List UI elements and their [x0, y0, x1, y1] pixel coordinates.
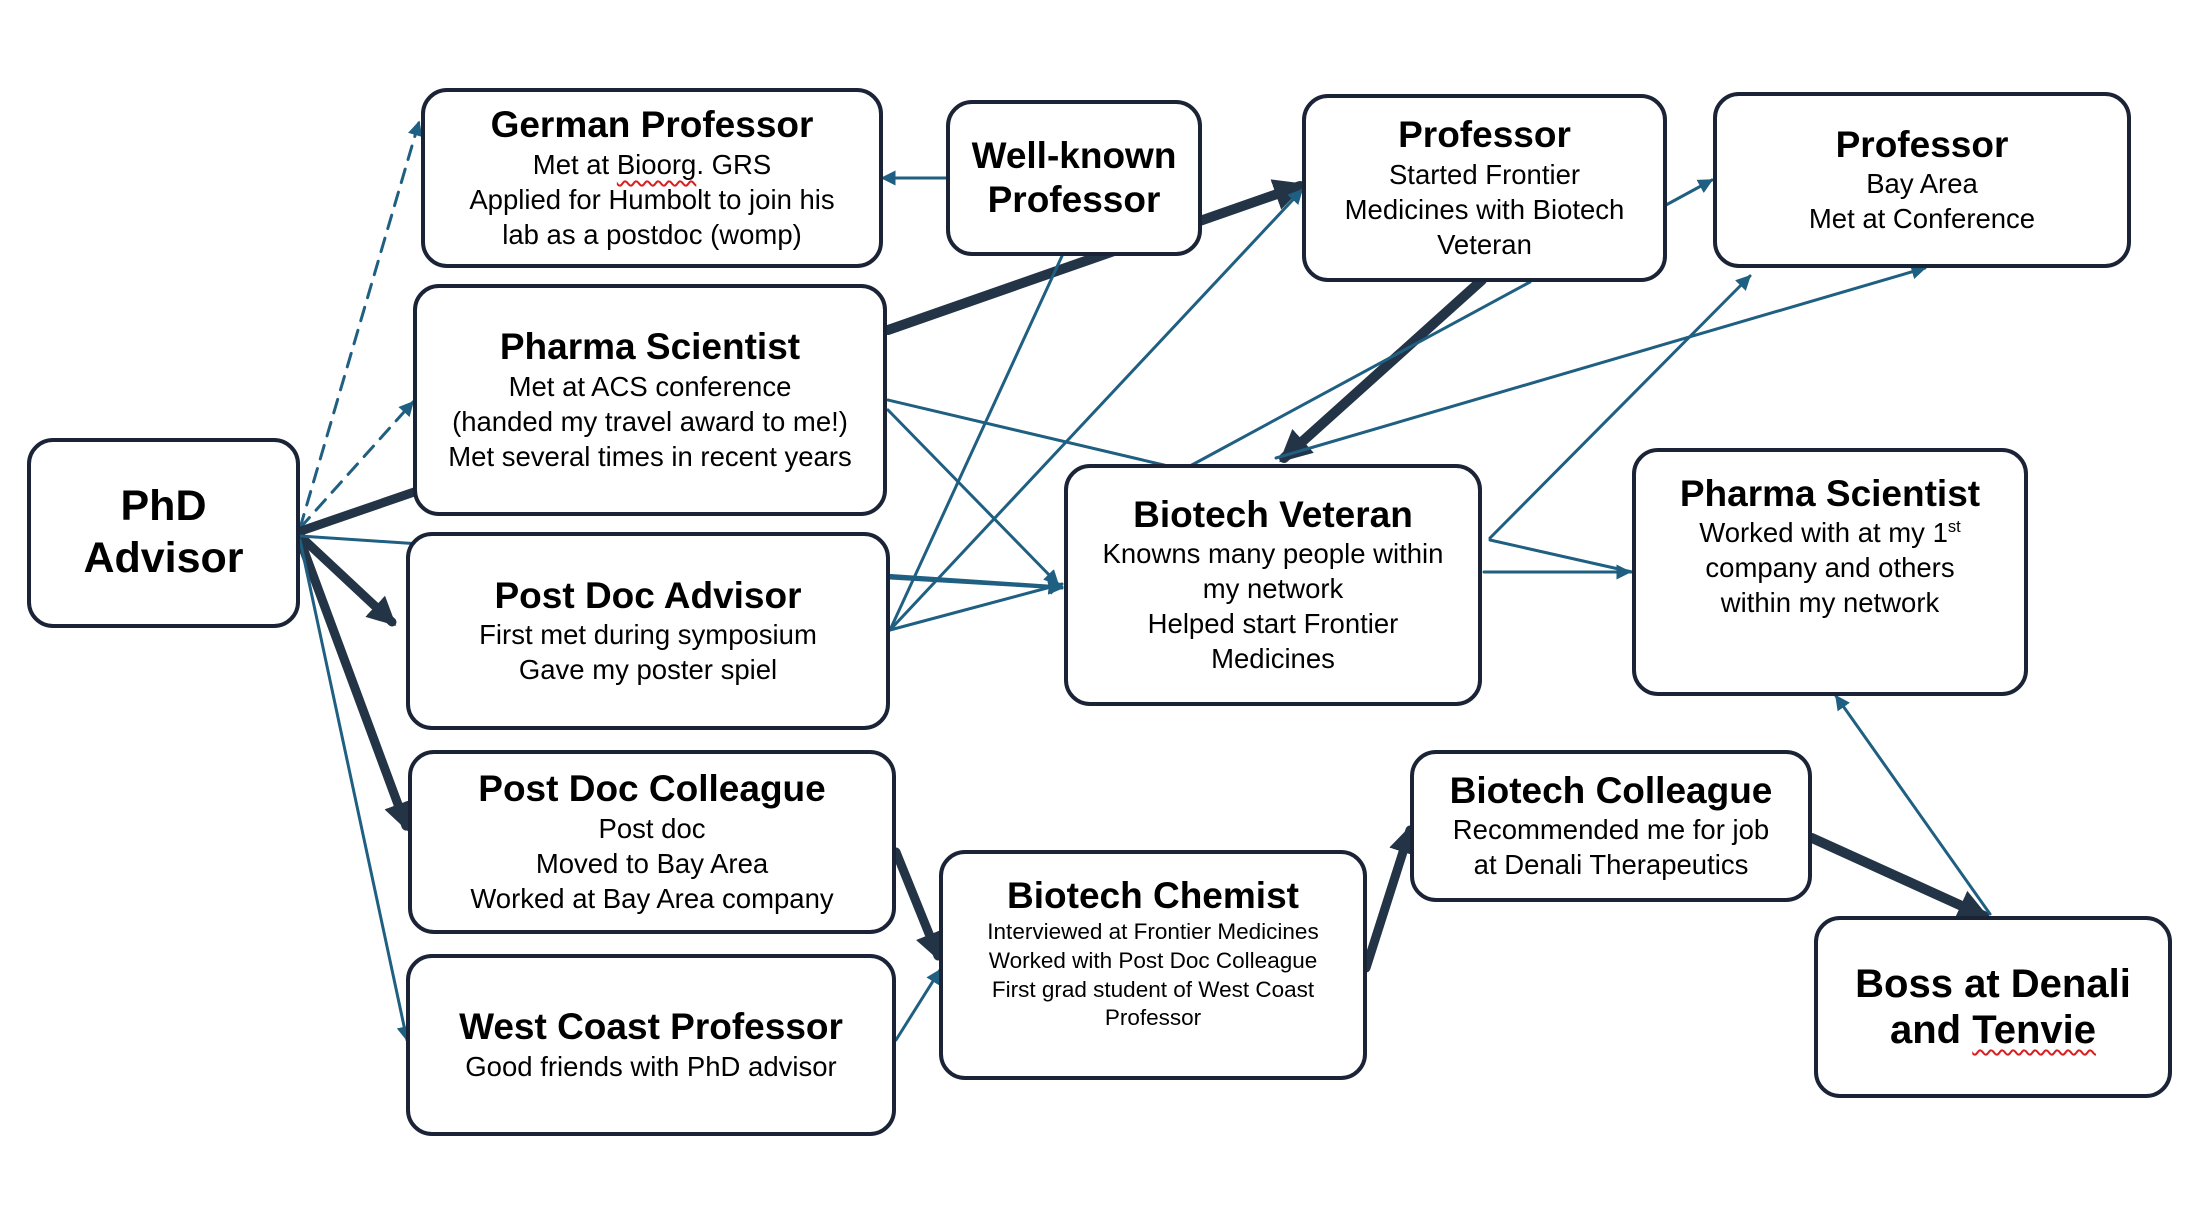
node-title: Biotech Colleague: [1449, 769, 1773, 811]
node-detail: Good friends with PhD advisor: [465, 1050, 837, 1082]
node-detail: within my network: [1720, 587, 1940, 619]
node-phd-advisor: PhD Advisor: [27, 438, 300, 628]
node-title: Professor: [1835, 123, 2009, 165]
edge-professor-frontier-to-professor-bay: [1664, 178, 1714, 207]
edge-phd-to-post-doc-advisor: [295, 531, 397, 627]
node-detail: Moved to Bay Area: [535, 847, 769, 879]
node-title: Post Doc Colleague: [478, 768, 826, 810]
edge-biotech-chemist-to-biotech-colleague: [1361, 824, 1417, 973]
edge-phd-to-german-professor: [298, 120, 423, 530]
edge-phd-to-pharma-scientist-dashed: [298, 400, 415, 530]
node-detail: Gave my poster spiel: [518, 654, 778, 686]
node-detail: Worked with Post Doc Colleague: [988, 947, 1318, 973]
node-title: Post Doc Advisor: [494, 574, 802, 616]
node-detail: Bay Area: [1866, 168, 1978, 200]
edge-biotech-veteran-to-pharma-scientist-2-b: [1488, 538, 1634, 574]
node-title: West Coast Professor: [459, 1006, 843, 1048]
edge-biotech-veteran-to-professor-bay-b: [1488, 274, 1752, 540]
node-detail: Post doc: [598, 812, 706, 844]
edge-post-doc-advisor-to-well-known: [888, 254, 1064, 632]
edge-pharma-scientist-to-professor-frontier: [883, 179, 1307, 335]
node-well-known-professor: Well-known Professor: [946, 100, 1202, 256]
node-title: PhD: [120, 482, 207, 531]
node-title: Professor: [1398, 114, 1571, 156]
edge-pharma-scientist-to-biotech-veteran-a: [886, 398, 1170, 468]
node-title: Biotech Chemist: [1007, 875, 1299, 916]
node-detail: Met at ACS conference: [508, 370, 792, 402]
node-detail: Met at Bioorg. GRS: [532, 148, 772, 180]
node-west-coast-professor: West Coast Professor Good friends with P…: [406, 954, 896, 1136]
node-title: and Tenvie: [1890, 1008, 2096, 1052]
node-pharma-scientist-acs: Pharma Scientist Met at ACS conference (…: [413, 284, 887, 516]
node-detail: Professor: [1104, 1005, 1202, 1031]
node-detail: at Denali Therapeutics: [1473, 849, 1749, 881]
node-detail: Met several times in recent years: [448, 440, 852, 472]
node-biotech-chemist: Biotech Chemist Interviewed at Frontier …: [939, 850, 1367, 1080]
node-detail: First grad student of West Coast: [991, 976, 1315, 1002]
node-post-doc-advisor: Post Doc Advisor First met during sympos…: [406, 532, 890, 730]
node-german-professor: German Professor Met at Bioorg. GRS Appl…: [421, 88, 883, 268]
node-boss-denali-tenvie: Boss at Denali and Tenvie: [1814, 916, 2172, 1098]
edge-post-doc-advisor-to-professor-frontier: [888, 188, 1304, 632]
node-biotech-veteran: Biotech Veteran Knowns many people withi…: [1064, 464, 1482, 706]
edge-post-doc-advisor-to-biotech-veteran-b: [888, 576, 1064, 595]
node-detail: Veteran: [1437, 228, 1532, 260]
edge-boss-to-pharma-scientist-2: [1834, 694, 1992, 916]
node-professor-bay-area: Professor Bay Area Met at Conference: [1713, 92, 2131, 268]
node-title: Biotech Veteran: [1133, 493, 1413, 535]
edge-post-doc-advisor-to-biotech-veteran-a: [888, 580, 1064, 632]
node-detail: Worked with at my 1st: [1699, 517, 1961, 549]
edge-professor-frontier-to-biotech-veteran: [1279, 275, 1487, 463]
node-detail: Applied for Humbolt to join his: [469, 183, 835, 215]
node-title: Professor: [987, 179, 1161, 220]
node-detail: First met during symposium: [479, 619, 817, 651]
node-title: Boss at Denali: [1855, 962, 2131, 1006]
edge-post-doc-colleague-to-biotech-chemist: [891, 847, 943, 962]
node-pharma-scientist-network: Pharma Scientist Worked with at my 1st c…: [1632, 448, 2028, 696]
node-biotech-colleague: Biotech Colleague Recommended me for job…: [1410, 750, 1812, 902]
node-detail: (handed my travel award to me!): [452, 405, 848, 437]
node-detail: company and others: [1705, 552, 1955, 584]
node-title: Pharma Scientist: [1679, 473, 1981, 514]
node-detail: my network: [1202, 573, 1344, 605]
node-detail: Met at Conference: [1808, 203, 2036, 235]
node-title: Well-known: [971, 134, 1177, 176]
edge-phd-to-west-coast-professor: [298, 538, 412, 1042]
node-detail: Worked at Bay Area company: [470, 882, 834, 914]
node-detail: Medicines: [1211, 643, 1335, 675]
node-title: German Professor: [490, 104, 814, 146]
node-detail: lab as a postdoc (womp): [502, 218, 802, 250]
node-professor-frontier: Professor Started Frontier Medicines wit…: [1302, 94, 1667, 282]
node-detail: Knowns many people within: [1102, 538, 1444, 570]
node-detail: Recommended me for job: [1452, 814, 1770, 846]
node-detail: Started Frontier: [1388, 158, 1581, 190]
spellcheck-word: Bioorg: [616, 148, 697, 180]
node-detail: Helped start Frontier: [1147, 608, 1399, 640]
node-detail: Medicines with Biotech: [1344, 193, 1625, 225]
edge-phd-to-post-doc-colleague: [295, 535, 412, 832]
edge-biotech-colleague-to-boss: [1807, 833, 1990, 921]
node-title: Advisor: [83, 534, 244, 582]
node-detail: Interviewed at Frontier Medicines: [987, 919, 1319, 945]
edge-west-coast-professor-to-biotech-chemist: [894, 968, 942, 1042]
node-title: Pharma Scientist: [499, 326, 801, 368]
edge-pharma-scientist-to-biotech-veteran-b: [886, 408, 1060, 586]
edge-professor-frontier-to-biotech-veteran-thin: [1188, 280, 1532, 468]
edge-biotech-veteran-to-professor-bay: [1274, 264, 1927, 460]
spellcheck-word: Tenvie: [1972, 1008, 2096, 1052]
node-post-doc-colleague: Post Doc Colleague Post doc Moved to Bay…: [408, 750, 896, 934]
edge-phd-to-pharma-scientist: [293, 485, 425, 537]
